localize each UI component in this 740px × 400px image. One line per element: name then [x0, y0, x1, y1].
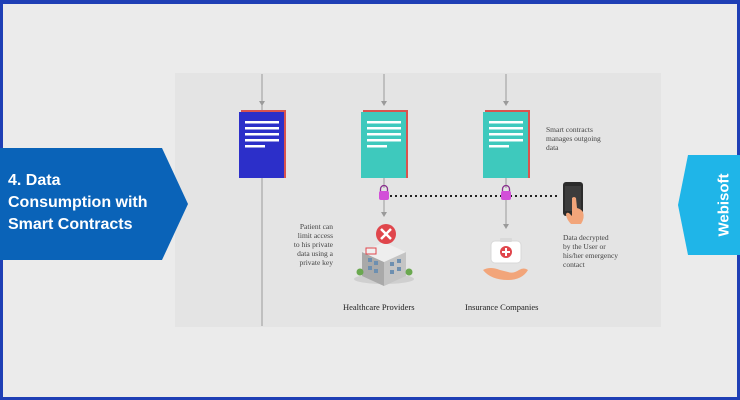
brand-label: Webisoft [694, 155, 740, 255]
arrow-down-1 [259, 101, 265, 106]
brand-tab [678, 155, 740, 255]
note-decrypted: Data decrypted by the User or his/her em… [563, 233, 619, 269]
label-insurance-companies: Insurance Companies [465, 302, 539, 312]
arrow-down-3 [503, 101, 509, 106]
title-banner [0, 148, 188, 260]
arrow-down-2 [381, 101, 387, 106]
lock-icon [379, 184, 389, 200]
lock-icon [501, 184, 511, 200]
hospital-building-icon [354, 224, 414, 286]
section-title: 4. Data Consumption with Smart Contracts [8, 172, 148, 233]
note-smart-contracts: Smart contracts manages outgoing data [546, 125, 601, 152]
document-icon [239, 110, 286, 178]
document-icon [361, 110, 408, 178]
medical-kit-hand-icon [483, 238, 528, 280]
document-icon [483, 110, 530, 178]
phone-tap-icon [563, 182, 584, 224]
label-healthcare-providers: Healthcare Providers [343, 302, 415, 312]
note-patient: Patient can limit access to his private … [293, 222, 333, 267]
brand-name: Webisoft [715, 173, 733, 237]
